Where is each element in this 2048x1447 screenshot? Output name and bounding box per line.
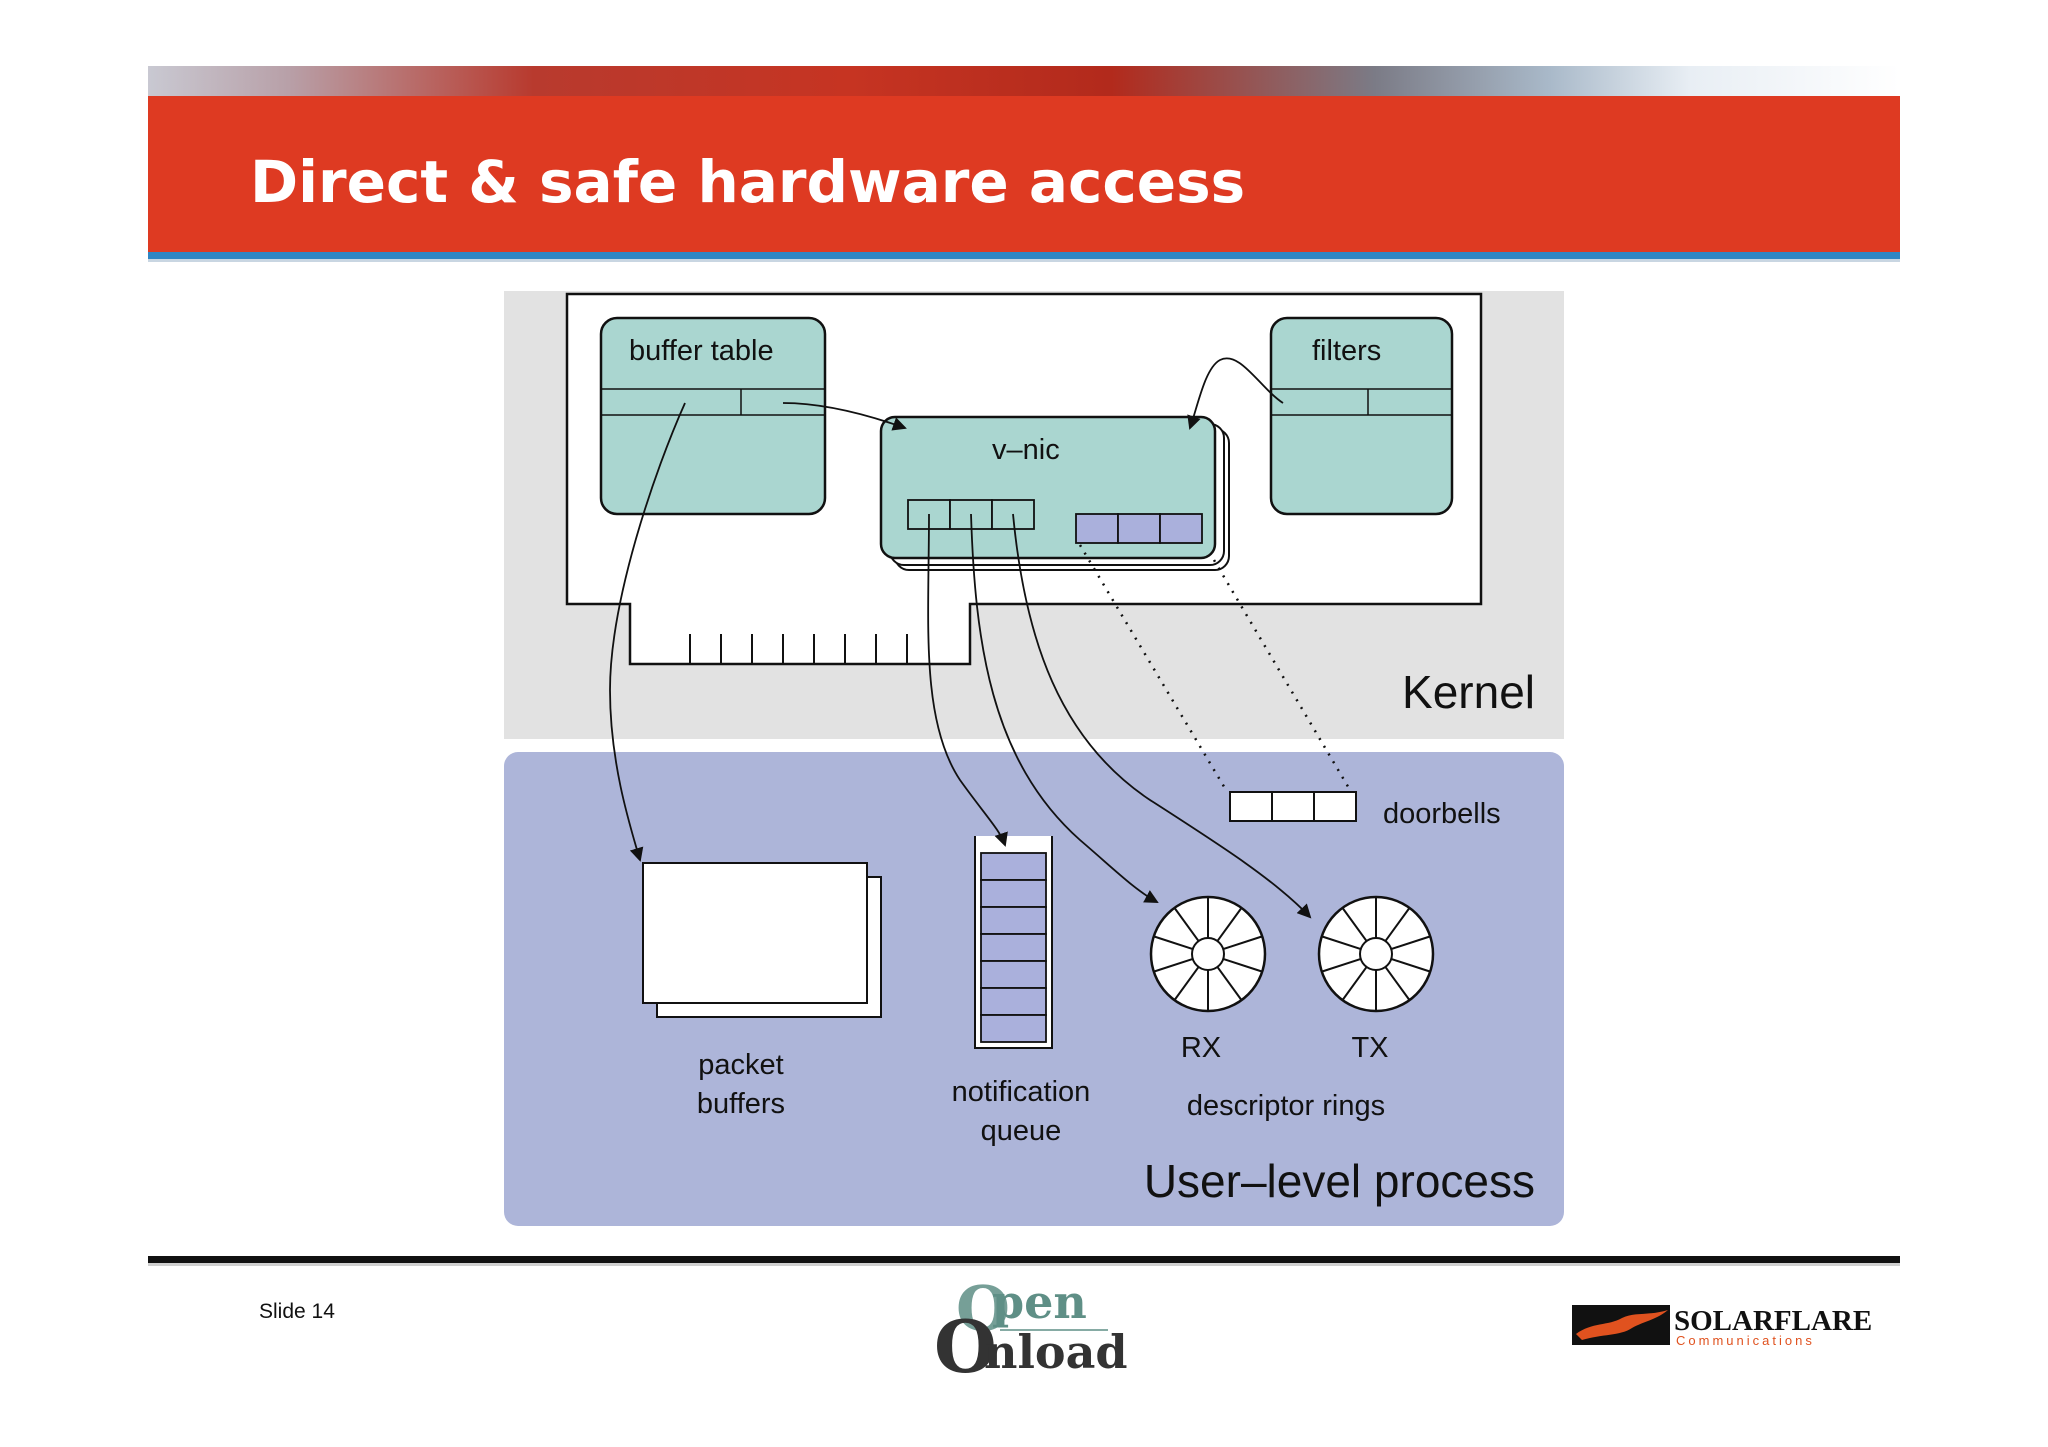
ring-spoke	[1173, 966, 1200, 1001]
arrow-vnic-to-rx-ring	[970, 513, 1159, 903]
rx-ring-node	[1149, 895, 1267, 1013]
packet-buffers-label-line2: buffers	[697, 1088, 785, 1120]
solarflare-logo-sub: Communications	[1676, 1333, 1815, 1348]
vnic-label: v–nic	[992, 434, 1060, 466]
ring-spoke	[1384, 907, 1411, 942]
descriptor-rings-label: descriptor rings	[1187, 1090, 1385, 1122]
arrow-filters-to-vnic	[1187, 357, 1284, 430]
packet-buffers-node: packet buffers	[642, 862, 882, 1120]
openonload-logo-o-top: O	[956, 1272, 1010, 1345]
vnic-node: v–nic	[879, 415, 1230, 571]
solarflare-logo-name: SOLARFLARE	[1674, 1305, 1872, 1337]
ring-spoke	[1222, 935, 1263, 951]
arrow-vnic-to-tx-ring	[1012, 513, 1312, 919]
ring-spoke	[1390, 957, 1431, 973]
footer-rule	[148, 1256, 1900, 1263]
arrow-vnic-to-notification-queue	[927, 513, 1008, 847]
ring-spoke	[1321, 935, 1362, 951]
kernel-label: Kernel	[1402, 666, 1535, 718]
vnic-doorbell-cells	[1075, 513, 1203, 544]
slide-number: Slide 14	[259, 1300, 335, 1323]
tx-label: TX	[1351, 1032, 1388, 1064]
solarflare-logo: SOLARFLARE Communications	[1572, 1305, 1872, 1348]
footer-rule-shadow	[148, 1263, 1900, 1266]
arrow-buffer-table-to-vnic	[782, 402, 907, 431]
openonload-logo-nload: nload	[984, 1325, 1128, 1378]
header-photo-strip	[148, 66, 1900, 96]
ring-spoke	[1384, 966, 1411, 1001]
openonload-logo: O pen O nload	[934, 1272, 1128, 1378]
notification-queue-node: notification queue	[952, 836, 1091, 1147]
title-bar-shadow-line	[148, 259, 1900, 262]
tx-ring-node	[1317, 895, 1435, 1013]
arrow-buffer-table-to-packet-buffers	[609, 402, 686, 862]
packet-buffers-label-line1: packet	[698, 1049, 783, 1081]
buffer-table-label: buffer table	[629, 335, 774, 367]
ring-spoke	[1173, 907, 1200, 942]
doorbells-label: doorbells	[1383, 798, 1501, 830]
filters-label: filters	[1312, 335, 1381, 367]
title-bar	[148, 96, 1900, 252]
title-bar-accent-line	[148, 252, 1900, 259]
filters-node: filters	[1269, 316, 1454, 516]
notification-queue-label-line2: queue	[981, 1115, 1062, 1147]
ring-spoke	[1153, 935, 1194, 951]
buffer-table-node: buffer table	[599, 316, 827, 516]
ring-spoke	[1216, 966, 1243, 1001]
ring-spoke	[1222, 957, 1263, 973]
ring-spoke	[1341, 907, 1368, 942]
doorbells-node: doorbells	[1229, 791, 1501, 830]
nic-edge-connector-pins	[689, 634, 908, 664]
ring-spoke	[1341, 966, 1368, 1001]
notification-queue-label-line1: notification	[952, 1076, 1091, 1108]
rx-label: RX	[1181, 1032, 1221, 1064]
user-level-label: User–level process	[1144, 1155, 1535, 1207]
slide-title: Direct & safe hardware access	[250, 148, 1246, 216]
ring-spoke	[1153, 957, 1194, 973]
ring-spoke	[1216, 907, 1243, 942]
ring-spoke	[1321, 957, 1362, 973]
ring-spoke	[1390, 935, 1431, 951]
openonload-logo-pen: pen	[992, 1275, 1087, 1329]
openonload-logo-o-bottom: O	[934, 1304, 997, 1378]
